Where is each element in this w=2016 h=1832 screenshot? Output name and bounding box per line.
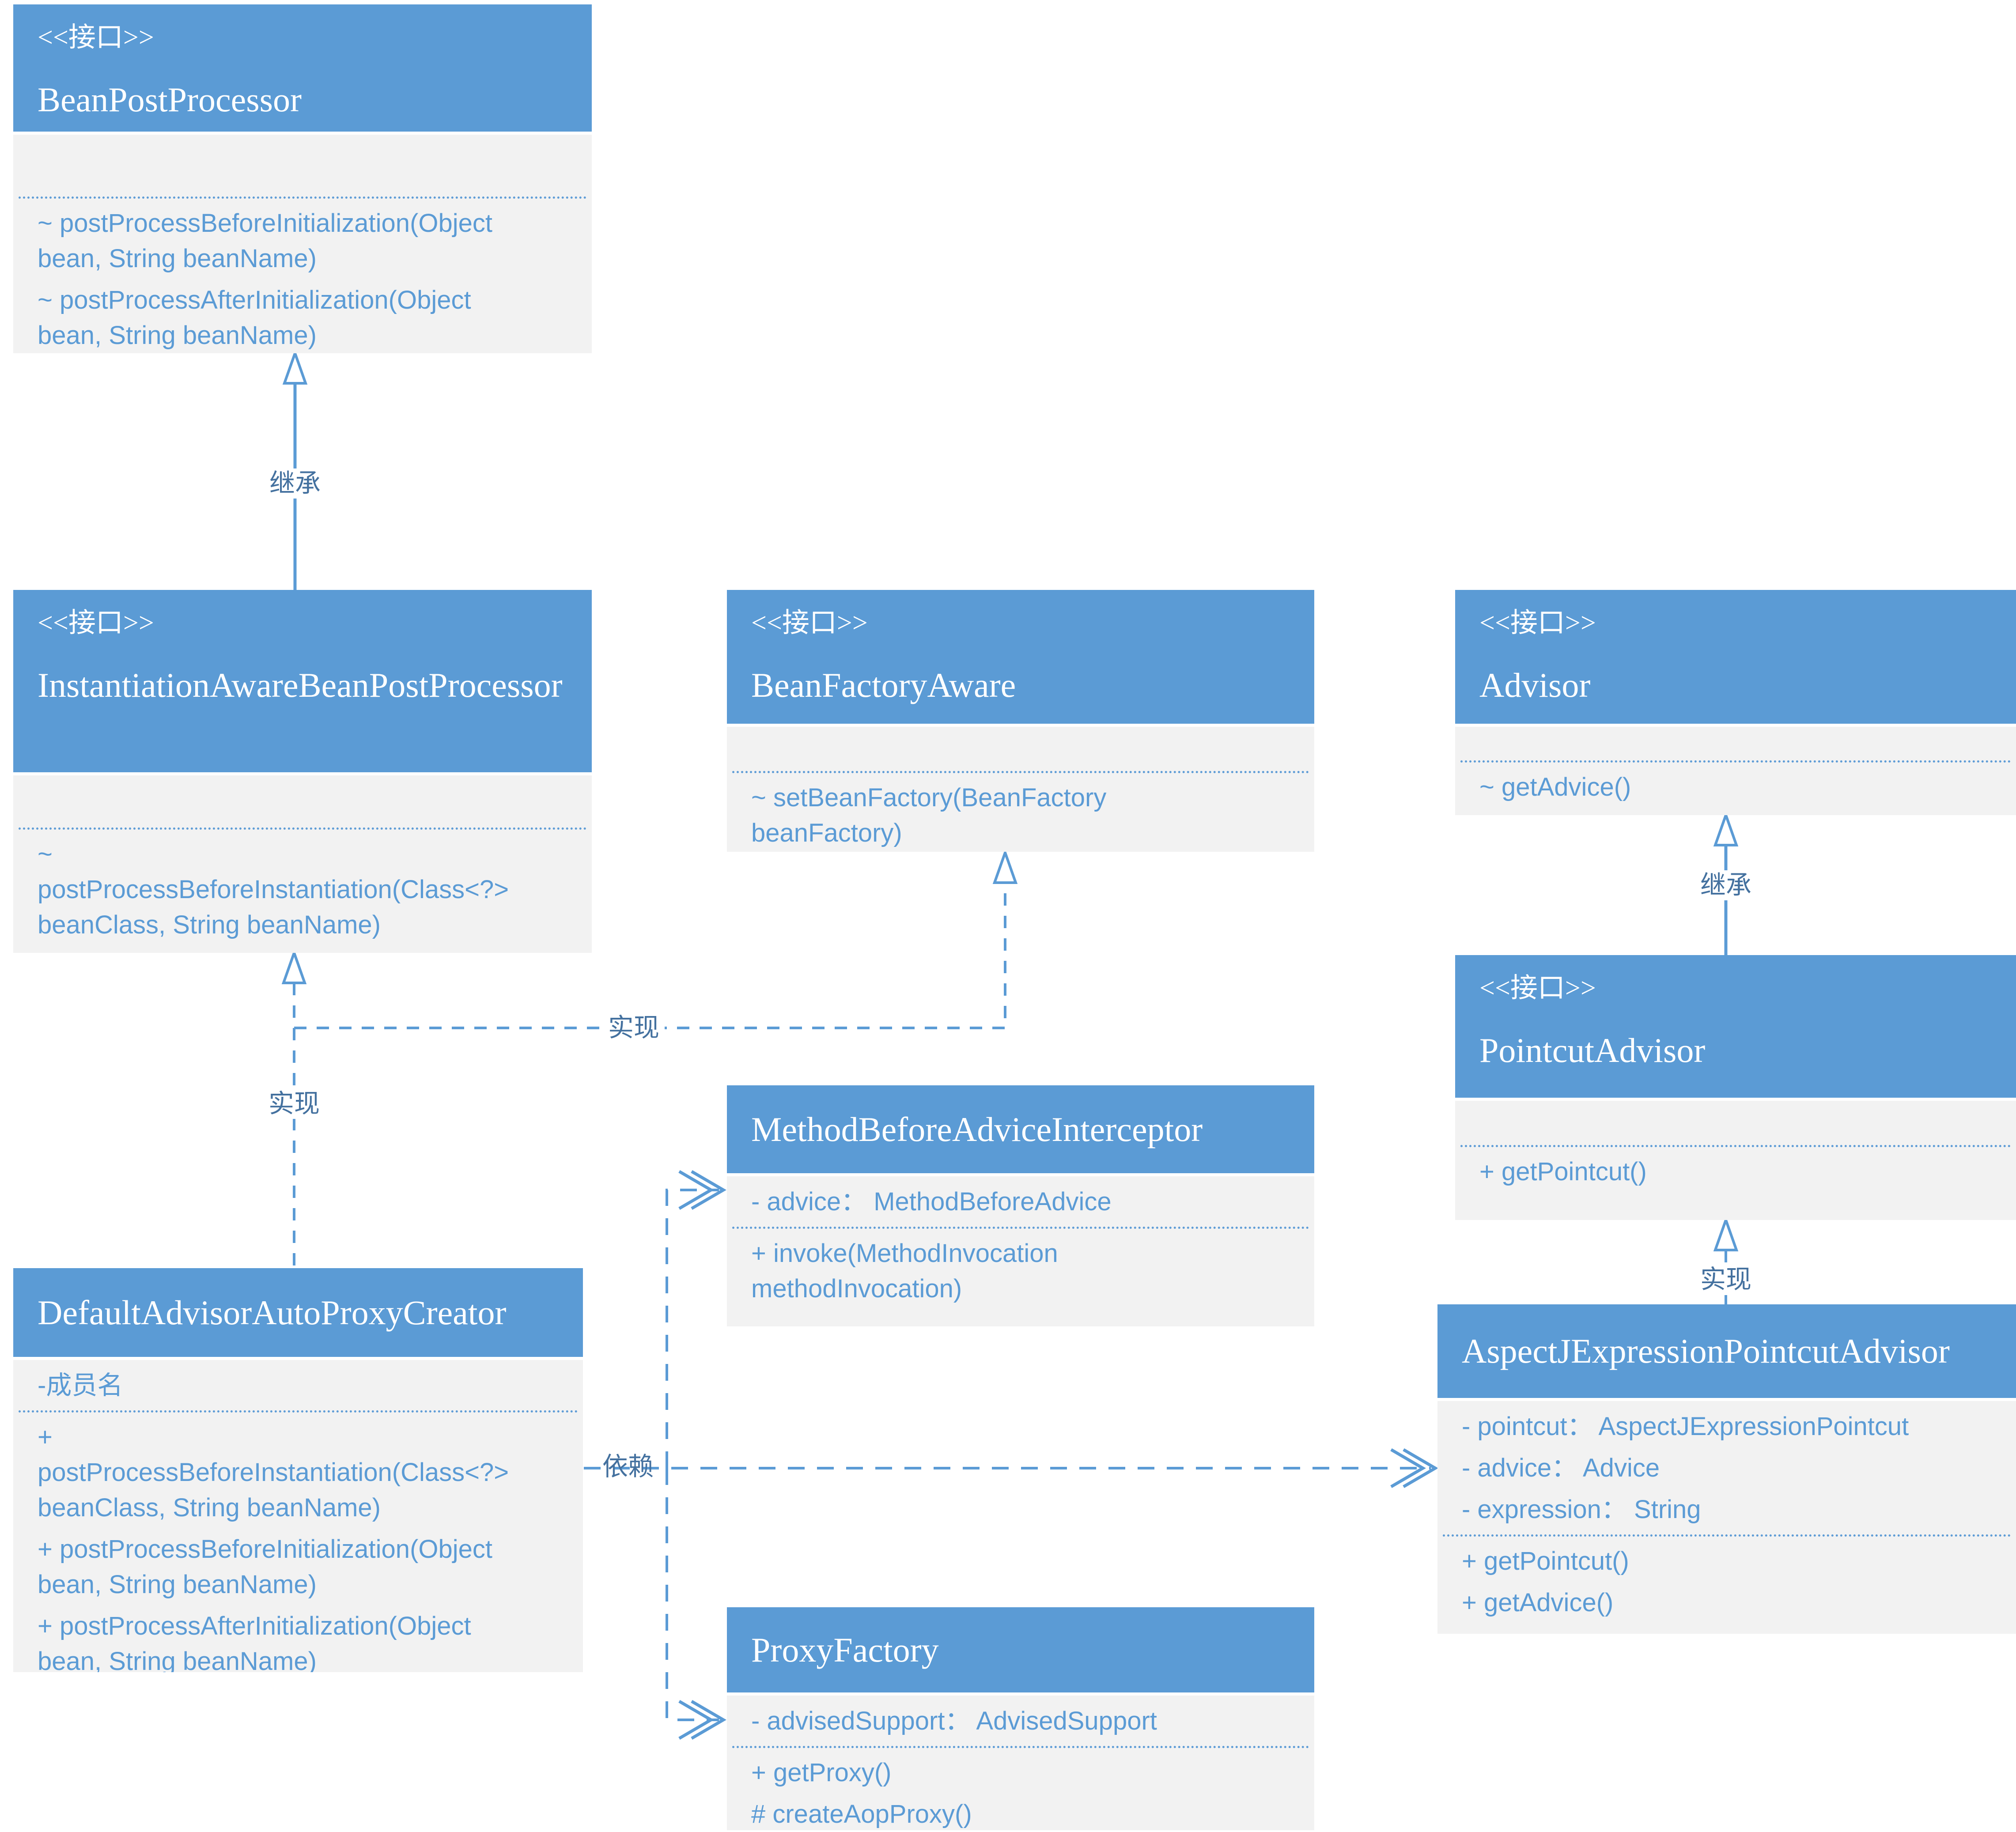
- attributes-compartment: [1455, 1101, 2016, 1145]
- method-row: ~ getAdvice(): [1479, 773, 1631, 801]
- methods-compartment: + getPointcut(): [1455, 1147, 2016, 1198]
- compartment-divider: [1443, 1534, 2011, 1537]
- attribute-row: - advice： Advice: [1462, 1454, 1660, 1482]
- stereotype-label: <<接口>>: [1479, 973, 1596, 1003]
- attributes-compartment: [1455, 727, 2016, 760]
- class-name: MethodBeforeAdviceInterceptor: [751, 1110, 1203, 1148]
- dependency-arrow-icon: [678, 1700, 714, 1740]
- class-name: DefaultAdvisorAutoProxyCreator: [38, 1293, 507, 1332]
- compartment-divider: [732, 1746, 1309, 1748]
- compartment-divider: [19, 196, 586, 199]
- dependency-arrow-icon: [691, 1170, 726, 1210]
- attributes-compartment: -成员名: [13, 1360, 583, 1410]
- realization-triangle-icon: [281, 948, 307, 984]
- stereotype-label: <<接口>>: [38, 608, 154, 638]
- dependency-arrow-icon: [1403, 1448, 1438, 1488]
- stereotype-label: <<接口>>: [38, 23, 154, 53]
- class-name: Advisor: [1479, 666, 1591, 704]
- method-row: + getPointcut(): [1479, 1157, 1647, 1186]
- methods-compartment: ~ getAdvice(): [1455, 763, 2016, 814]
- inheritance-triangle-icon: [282, 349, 308, 385]
- realization-triangle-icon: [1713, 1216, 1739, 1251]
- class-header: <<接口>> InstantiationAwareBeanPostProcess…: [13, 590, 592, 775]
- class-header: <<接口>> BeanPostProcessor: [13, 4, 592, 135]
- attributes-compartment: [727, 727, 1314, 771]
- attribute-row: -成员名: [38, 1371, 123, 1400]
- method-row: + getPointcut(): [1462, 1547, 1629, 1575]
- dependency-arrow-icon: [1390, 1448, 1426, 1488]
- class-name: BeanPostProcessor: [38, 80, 302, 119]
- class-header: <<接口>> BeanFactoryAware: [727, 590, 1314, 727]
- methods-compartment: + invoke(MethodInvocation methodInvocati…: [727, 1229, 1314, 1315]
- class-box-instantiationawarebeanpostprocessor: <<接口>> InstantiationAwareBeanPostProcess…: [13, 590, 592, 953]
- class-name: ProxyFactory: [751, 1630, 939, 1669]
- compartment-divider: [1460, 1145, 2011, 1147]
- compartment-divider: [19, 1410, 578, 1413]
- method-row: + invoke(MethodInvocation methodInvocati…: [751, 1239, 1058, 1303]
- attributes-compartment: - pointcut： AspectJExpressionPointcut - …: [1437, 1401, 2016, 1534]
- realization-triangle-icon: [992, 848, 1018, 884]
- class-header: AspectJExpressionPointcutAdvisor: [1437, 1304, 2016, 1401]
- class-box-proxyfactory: ProxyFactory - advisedSupport： AdvisedSu…: [727, 1607, 1314, 1830]
- class-header: MethodBeforeAdviceInterceptor: [727, 1085, 1314, 1176]
- class-box-defaultadvisorautoproxycreator: DefaultAdvisorAutoProxyCreator -成员名 + po…: [13, 1268, 583, 1672]
- method-row: + getProxy(): [751, 1758, 892, 1787]
- class-header: ProxyFactory: [727, 1607, 1314, 1696]
- class-box-advisor: <<接口>> Advisor ~ getAdvice(): [1455, 590, 2016, 815]
- method-row: + getAdvice(): [1462, 1588, 1614, 1617]
- attributes-compartment: - advisedSupport： AdvisedSupport: [727, 1696, 1314, 1746]
- realization-line-beanfactoryaware: [294, 883, 1006, 1029]
- methods-compartment: + getPointcut() + getAdvice(): [1437, 1537, 2016, 1629]
- class-box-methodbeforeadviceinterceptor: MethodBeforeAdviceInterceptor - advice： …: [727, 1085, 1314, 1326]
- class-box-beanpostprocessor: <<接口>> BeanPostProcessor ~ postProcessBe…: [13, 4, 592, 353]
- attributes-compartment: - advice： MethodBeforeAdvice: [727, 1176, 1314, 1227]
- dependency-line-down: [666, 1468, 719, 1721]
- methods-compartment: ~ postProcessBeforeInstantiation(Class<?…: [13, 830, 592, 952]
- class-header: DefaultAdvisorAutoProxyCreator: [13, 1268, 583, 1360]
- dependency-arrow-icon: [691, 1700, 726, 1740]
- methods-compartment: + getProxy() # createAopProxy(): [727, 1748, 1314, 1830]
- compartment-divider: [732, 1227, 1309, 1229]
- method-row: + postProcessBeforeInstantiation(Class<?…: [38, 1423, 509, 1522]
- method-row: ~ postProcessBeforeInitialization(Object…: [38, 209, 493, 273]
- class-box-aspectjexpressionpointcutadvisor: AspectJExpressionPointcutAdvisor - point…: [1437, 1304, 2016, 1634]
- method-row: + postProcessBeforeInitialization(Object…: [38, 1535, 493, 1599]
- method-row: # createAopProxy(): [751, 1800, 972, 1828]
- methods-compartment: ~ postProcessBeforeInitialization(Object…: [13, 199, 592, 353]
- attributes-compartment: [13, 775, 592, 827]
- methods-compartment: + postProcessBeforeInstantiation(Class<?…: [13, 1413, 583, 1672]
- method-row: ~ postProcessBeforeInstantiation(Class<?…: [38, 840, 509, 939]
- inheritance-triangle-icon: [1713, 811, 1739, 846]
- class-name: PointcutAdvisor: [1479, 1031, 1706, 1069]
- dependency-line-up: [666, 1189, 719, 1468]
- attribute-row: - advisedSupport： AdvisedSupport: [751, 1707, 1157, 1735]
- class-header: <<接口>> PointcutAdvisor: [1455, 955, 2016, 1101]
- compartment-divider: [19, 827, 586, 830]
- compartment-divider: [1460, 760, 2011, 763]
- stereotype-label: <<接口>>: [751, 608, 868, 638]
- dependency-arrow-icon: [678, 1170, 714, 1210]
- class-box-pointcutadvisor: <<接口>> PointcutAdvisor + getPointcut(): [1455, 955, 2016, 1220]
- attribute-row: - pointcut： AspectJExpressionPointcut: [1462, 1412, 1909, 1441]
- attribute-row: - advice： MethodBeforeAdvice: [751, 1187, 1112, 1216]
- attributes-compartment: [13, 135, 592, 196]
- stereotype-label: <<接口>>: [1479, 608, 1596, 638]
- class-name: InstantiationAwareBeanPostProcessor: [38, 666, 563, 704]
- attribute-row: - expression： String: [1462, 1495, 1701, 1524]
- class-name: AspectJExpressionPointcutAdvisor: [1462, 1332, 1950, 1370]
- class-box-beanfactoryaware: <<接口>> BeanFactoryAware ~ setBeanFactory…: [727, 590, 1314, 852]
- method-row: + postProcessAfterInitialization(Object …: [38, 1612, 471, 1672]
- method-row: ~ postProcessAfterInitialization(Object …: [38, 286, 471, 350]
- class-name: BeanFactoryAware: [751, 666, 1016, 704]
- methods-compartment: ~ setBeanFactory(BeanFactory beanFactory…: [727, 773, 1314, 852]
- compartment-divider: [732, 771, 1309, 773]
- method-row: ~ setBeanFactory(BeanFactory beanFactory…: [751, 783, 1107, 847]
- class-header: <<接口>> Advisor: [1455, 590, 2016, 727]
